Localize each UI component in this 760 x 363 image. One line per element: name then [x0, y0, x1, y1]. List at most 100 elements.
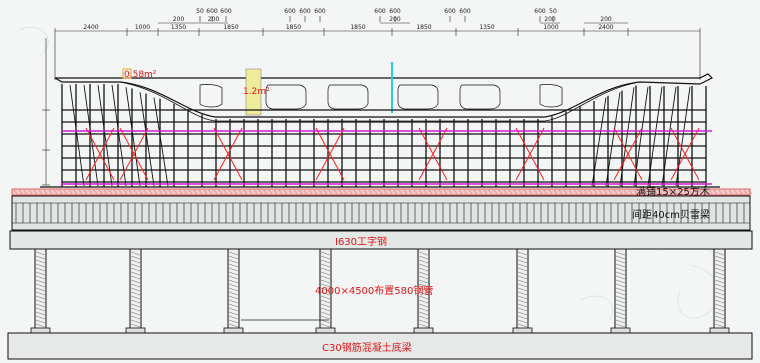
timber-hatch-line: [98, 189, 103, 195]
timber-hatch-line: [658, 189, 663, 195]
timber-hatch-line: [388, 189, 393, 195]
timber-hatch-line: [253, 189, 258, 195]
dim-label-upper: 600: [534, 8, 546, 15]
timber-hatch-line: [288, 189, 293, 195]
timber-hatch-line: [553, 189, 558, 195]
timber-hatch-line: [458, 189, 463, 195]
timber-hatch-line: [313, 189, 318, 195]
timber-hatch-line: [218, 189, 223, 195]
timber-hatch-line: [448, 189, 453, 195]
brace-right: [619, 87, 635, 187]
brace-left: [139, 92, 155, 187]
timber-hatch-line: [403, 189, 408, 195]
timber-hatch-line: [113, 189, 118, 195]
label-steel-pipes: 4000×4500布置580钢管: [315, 284, 433, 297]
red-cross-braces: [85, 127, 700, 181]
timber-layer: [11, 188, 751, 196]
timber-hatch-line: [743, 189, 748, 195]
label-foundation: C30钢筋混凝土底梁: [322, 341, 412, 354]
timber-hatch-line: [483, 189, 488, 195]
dim-label-lower: 1850: [350, 24, 365, 31]
timber-hatch-line: [548, 189, 553, 195]
cross-brace: [670, 127, 700, 181]
timber-hatch-line: [613, 189, 618, 195]
timber-hatch-line: [473, 189, 478, 195]
timber-hatch-line: [153, 189, 158, 195]
timber-hatch-line: [533, 189, 538, 195]
timber-hatch-line: [198, 189, 203, 195]
brace-left: [83, 84, 99, 187]
timber-hatch-line: [418, 189, 423, 195]
timber-hatch-line: [433, 189, 438, 195]
top-dimension-lines: [54, 16, 701, 80]
girder-cells: [199, 84, 563, 110]
timber-hatch-line: [538, 189, 543, 195]
timber-hatch-line: [513, 189, 518, 195]
steel-pipe-column: [30, 248, 51, 334]
timber-hatch-line: [48, 189, 53, 195]
timber-hatch-line: [578, 189, 583, 195]
timber-hatch-line: [633, 189, 638, 195]
timber-hatch-line: [208, 189, 213, 195]
dim-label-mid: 200: [544, 16, 556, 23]
brace-right: [605, 92, 621, 187]
timber-hatch-line: [603, 189, 608, 195]
timber-hatch-line: [103, 189, 108, 195]
dim-label-upper: 600: [459, 8, 471, 15]
dim-label-upper: 600: [299, 8, 311, 15]
steel-pipe-column: [709, 248, 730, 334]
timber-hatch-line: [543, 189, 548, 195]
timber-hatch-line: [43, 189, 48, 195]
timber-hatch-line: [653, 189, 658, 195]
dim-label-lower: 1850: [416, 24, 431, 31]
label-timber: 满铺15×25方木: [636, 185, 710, 198]
timber-hatch-line: [688, 189, 693, 195]
timber-hatch-line: [268, 189, 273, 195]
timber-hatch-line: [683, 189, 688, 195]
timber-hatch-line: [273, 189, 278, 195]
timber-hatch-line: [178, 189, 183, 195]
timber-hatch-line: [213, 189, 218, 195]
cross-brace: [85, 127, 115, 181]
timber-hatch-line: [128, 189, 133, 195]
highlight-cell-yellow: [245, 68, 262, 116]
dim-label-mid: 200: [208, 16, 220, 23]
dim-label-lower: 1350: [171, 24, 186, 31]
timber-hatch-line: [143, 189, 148, 195]
timber-hatch-line: [233, 189, 238, 195]
timber-hatch-line: [68, 189, 73, 195]
timber-hatch-line: [518, 189, 523, 195]
timber-hatch-line: [73, 189, 78, 195]
timber-hatch-line: [493, 189, 498, 195]
dim-label-lower: 1850: [286, 24, 301, 31]
timber-hatch-line: [478, 189, 483, 195]
timber-hatch-line: [138, 189, 143, 195]
timber-hatch-line: [188, 189, 193, 195]
timber-hatch-line: [693, 189, 698, 195]
timber-hatch-line: [728, 189, 733, 195]
timber-hatch-line: [63, 189, 68, 195]
timber-hatch-line: [363, 189, 368, 195]
timber-hatch-line: [293, 189, 298, 195]
timber-hatch-line: [643, 189, 648, 195]
timber-hatch-line: [88, 189, 93, 195]
timber-hatch-line: [328, 189, 333, 195]
timber-hatch-line: [738, 189, 743, 195]
timber-hatch-line: [733, 189, 738, 195]
brace-left: [111, 84, 127, 187]
timber-hatch: [13, 189, 753, 195]
timber-hatch-line: [243, 189, 248, 195]
timber-hatch-line: [348, 189, 353, 195]
dim-label-lower: 1000: [543, 24, 558, 31]
dim-label-mid: 200: [600, 16, 612, 23]
steel-pipe-columns: [30, 248, 730, 334]
cross-brace: [315, 127, 345, 181]
timber-hatch-line: [698, 189, 703, 195]
timber-hatch-line: [308, 189, 313, 195]
timber-hatch-line: [238, 189, 243, 195]
brace-left: [97, 84, 113, 187]
timber-hatch-line: [53, 189, 58, 195]
timber-hatch-line: [523, 189, 528, 195]
